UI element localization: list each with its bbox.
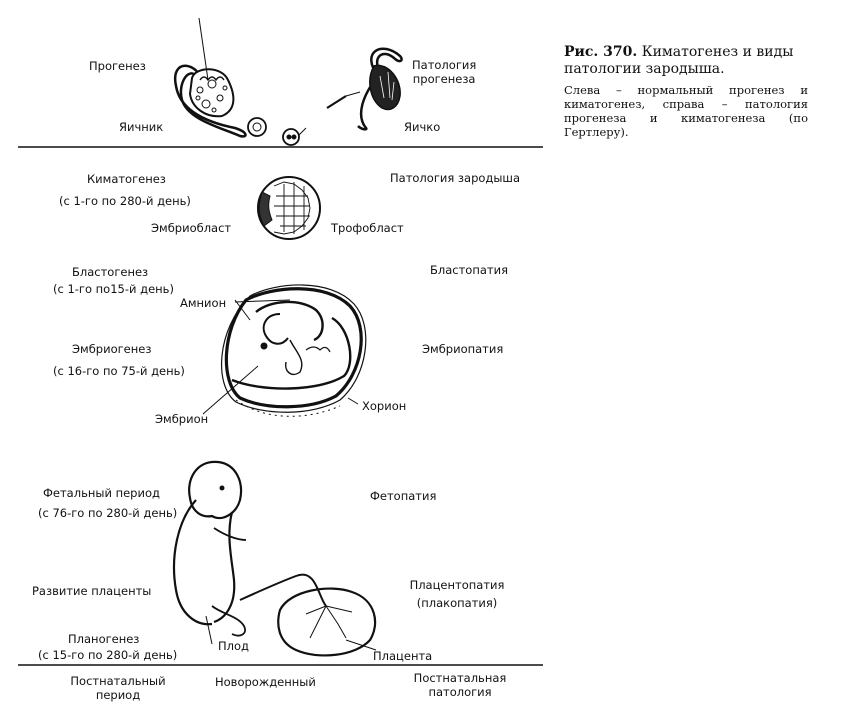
label-postnatalnyi-period-line2: период bbox=[58, 688, 178, 702]
testis-drawing bbox=[327, 49, 402, 130]
label-postnatalnaya-patologiya-line2: патология bbox=[400, 685, 520, 699]
embryo-chorion-drawing bbox=[203, 285, 366, 416]
label-patologiya-progeneza-line1: Патология bbox=[412, 58, 476, 72]
caption-title-block: Рис. 370. Киматогенез и виды патологии з… bbox=[564, 44, 808, 78]
label-embriogenez: Эмбриогенез bbox=[72, 342, 151, 356]
label-fetalnyi-period: Фетальный период bbox=[43, 486, 160, 500]
blastocyst-drawing bbox=[258, 177, 320, 239]
label-postnatalnaya-patologiya: Постнатальная патология bbox=[400, 671, 520, 699]
label-progenez: Прогенез bbox=[89, 59, 146, 73]
fetus-placenta-drawing bbox=[174, 462, 376, 656]
label-embrioblast: Эмбриобласт bbox=[151, 221, 231, 235]
label-horion: Хорион bbox=[362, 399, 406, 413]
label-postnatalnyi-period: Постнатальный период bbox=[58, 674, 178, 702]
label-postnatalnaya-patologiya-line1: Постнатальная bbox=[400, 671, 520, 685]
label-blastopatiya: Бластопатия bbox=[430, 263, 508, 277]
label-embrion: Эмбрион bbox=[155, 412, 208, 426]
label-kimatogenez: Киматогенез bbox=[87, 172, 166, 186]
label-amnion: Амнион bbox=[180, 296, 226, 310]
label-razvitie-placenty: Развитие плаценты bbox=[32, 584, 151, 598]
label-patologiya-progeneza-line2: прогенеза bbox=[412, 72, 476, 86]
ovary-drawing bbox=[175, 18, 306, 145]
caption-text: Слева – нормальный прогенез и киматогене… bbox=[564, 83, 808, 139]
label-embriogenez-period: (с 16-го по 75-й день) bbox=[53, 364, 185, 378]
label-blastogenez: Бластогенез bbox=[72, 265, 148, 279]
figure-caption: Рис. 370. Киматогенез и виды патологии з… bbox=[564, 44, 808, 139]
label-postnatalnyi-period-line1: Постнатальный bbox=[58, 674, 178, 688]
label-novorozhdennyi: Новорожденный bbox=[215, 675, 316, 689]
label-fetopatiya: Фетопатия bbox=[370, 489, 436, 503]
label-yaichnik: Яичник bbox=[119, 120, 163, 134]
label-placentopatiya-line1: Плацентопатия bbox=[405, 578, 509, 592]
label-planogenez-period: (с 15-го по 280-й день) bbox=[38, 648, 177, 662]
caption-fig-label: Рис. 370. bbox=[564, 44, 637, 60]
label-yaichko: Яичко bbox=[404, 120, 440, 134]
label-placenta: Плацента bbox=[373, 649, 432, 663]
label-trofoblast: Трофобласт bbox=[331, 221, 404, 235]
label-placentopatiya: Плацентопатия (плакопатия) bbox=[405, 578, 509, 610]
label-blastogenez-period: (с 1-го по15-й день) bbox=[53, 282, 174, 296]
label-patologiya-progeneza: Патология прогенеза bbox=[412, 58, 476, 86]
label-plod: Плод bbox=[218, 639, 249, 653]
label-fetalnyi-period-range: (с 76-го по 280-й день) bbox=[38, 506, 177, 520]
label-embriopatiya: Эмбриопатия bbox=[422, 342, 503, 356]
label-plakopatiya: (плакопатия) bbox=[405, 596, 509, 610]
label-planogenez: Планогенез bbox=[68, 632, 139, 646]
label-patologiya-zarodysha: Патология зародыша bbox=[390, 171, 520, 185]
label-kimatogenez-period: (с 1-го по 280-й день) bbox=[59, 194, 191, 208]
